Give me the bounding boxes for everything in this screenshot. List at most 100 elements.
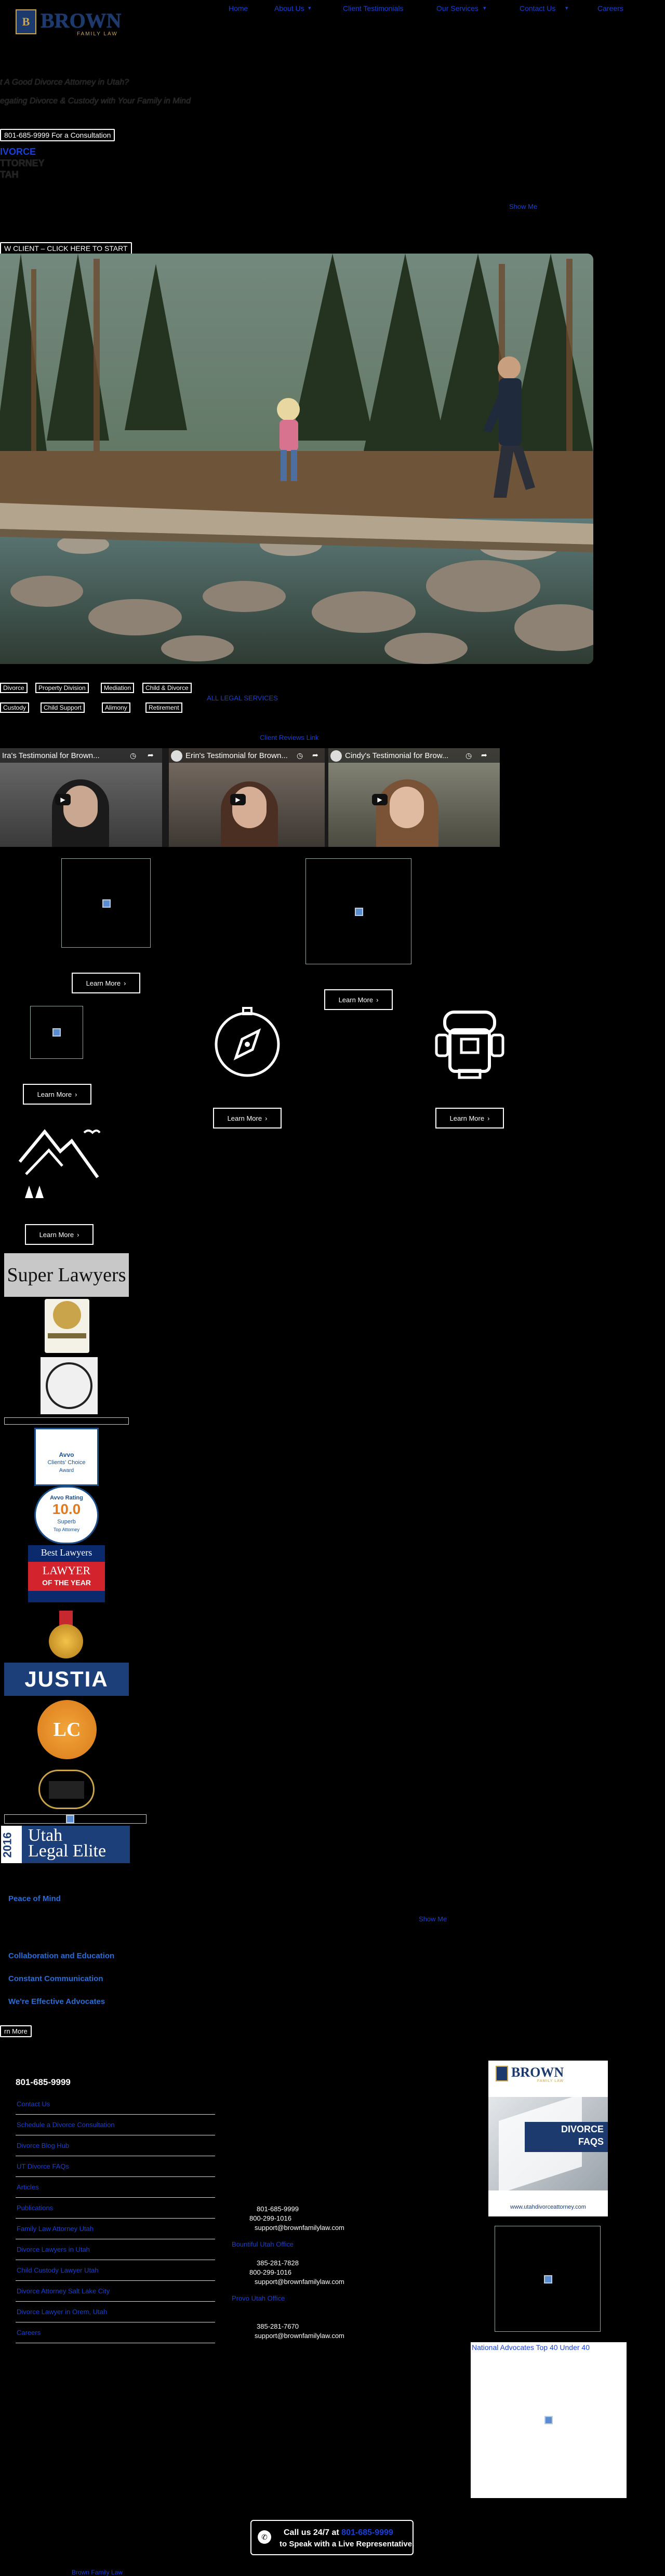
footer-link-custody[interactable]: Child Custody Lawyer Utah [16, 2260, 215, 2281]
service-tag-mediation[interactable]: Mediation [101, 683, 135, 693]
footer-link-publications[interactable]: Publications [16, 2198, 215, 2219]
peace-of-mind-heading: Peace of Mind [8, 1894, 61, 1903]
learn-more-button[interactable]: rn More [0, 2025, 32, 2037]
nav-testimonials[interactable]: Client Testimonials [343, 4, 404, 12]
gold-medal-badge [49, 1611, 83, 1662]
nav-contact[interactable]: Contact Us [520, 4, 556, 12]
client-reviews-link[interactable]: Client Reviews Link [260, 734, 319, 741]
avvo-clients-choice-badge: Avvo Clients' Choice Award [34, 1428, 99, 1486]
learn-more-button[interactable]: Learn More› [25, 1224, 94, 1245]
chevron-right-icon: › [376, 995, 379, 1004]
best-lawyers-badge: Best Lawyers LAWYER OF THE YEAR [28, 1545, 105, 1602]
share-icon: ➦ [481, 751, 487, 759]
service-tag-custody[interactable]: Custody [0, 702, 30, 713]
service-tag-property[interactable]: Property Division [35, 683, 89, 693]
learn-more-button[interactable]: Learn More› [324, 989, 393, 1010]
video-thumb[interactable]: Ira's Testimonial for Brown... ◷ ➦ ▶ [0, 748, 162, 847]
divorce-faqs-ad[interactable]: BROWN FAMILY LAW DIVORCE FAQS www.utahdi… [488, 2061, 608, 2216]
logo[interactable]: B BROWN FAMILY LAW [16, 7, 145, 38]
footer-bottom-link[interactable]: Brown Family Law [72, 2569, 123, 2576]
office-1-phone[interactable]: 801-685-9999 [257, 2205, 299, 2213]
chevron-right-icon: › [77, 1230, 79, 1239]
clock-icon: ◷ [130, 751, 137, 760]
footer-link-family-law[interactable]: Family Law Attorney Utah [16, 2219, 215, 2239]
chevron-right-icon: › [265, 1114, 268, 1122]
avvo-rating-badge: Avvo Rating 10.0 Superb Top Attorney [34, 1486, 99, 1544]
play-icon[interactable]: ▶ [230, 794, 246, 805]
backpack-icon [433, 1003, 506, 1083]
office-3-email[interactable]: support@brownfamilylaw.com [255, 2332, 344, 2340]
service-tag-divorce[interactable]: Divorce [0, 683, 28, 693]
hero-show-me-link[interactable]: Show Me [509, 203, 538, 210]
footer-link-blog[interactable]: Divorce Blog Hub [16, 2135, 215, 2156]
utah-legal-elite-badge: 2016 Utah Legal Elite [1, 1826, 130, 1863]
footer-link-careers[interactable]: Careers [16, 2322, 215, 2343]
justia-badge: JUSTIA [4, 1663, 129, 1696]
hero-headline: t A Good Divorce Attorney in Utah? [0, 78, 129, 87]
footer-link-articles[interactable]: Articles [16, 2177, 215, 2198]
learn-more-button[interactable]: Learn More› [23, 1084, 91, 1105]
office-2-email[interactable]: support@brownfamilylaw.com [255, 2278, 344, 2286]
service-tag-alimony[interactable]: Alimony [102, 702, 130, 713]
video-title: Erin's Testimonial for Brown... [185, 751, 288, 760]
office-2-phone-2[interactable]: 800-299-1016 [249, 2268, 291, 2276]
footer-link-orem[interactable]: Divorce Lawyer in Orem, Utah [16, 2302, 215, 2322]
learn-more-button[interactable]: Learn More› [435, 1108, 504, 1128]
ad-logo-mark [496, 2066, 508, 2081]
hero-family-photo [0, 254, 593, 664]
service-tag-child-divorce[interactable]: Child & Divorce [142, 683, 192, 693]
nav-about[interactable]: About Us [274, 4, 304, 12]
all-services-link[interactable]: ALL LEGAL SERVICES [207, 694, 278, 702]
clock-icon: ◷ [466, 751, 472, 760]
logo-mark: B [16, 9, 36, 34]
office-1-email[interactable]: support@brownfamilylaw.com [255, 2224, 344, 2232]
office-2-name: Bountiful Utah Office [232, 2240, 294, 2248]
learn-more-button[interactable]: Learn More› [72, 973, 140, 993]
hero-cta-button[interactable]: 801-685-9999 For a Consultation [0, 129, 115, 141]
play-icon[interactable]: ▶ [55, 794, 71, 805]
badge-divider [4, 1814, 147, 1824]
badge-divider [4, 1417, 129, 1425]
super-lawyers-badge: Super Lawyers [4, 1253, 129, 1297]
clock-icon: ◷ [297, 751, 303, 760]
nav-home[interactable]: Home [229, 4, 248, 12]
feature-communication: Constant Communication [8, 1974, 103, 1983]
share-icon: ➦ [312, 751, 318, 759]
logo-text: BROWN [41, 9, 122, 32]
video-thumb[interactable]: Erin's Testimonial for Brown... ◷ ➦ ▶ [169, 748, 325, 847]
nav-services[interactable]: Our Services [436, 4, 478, 12]
call-bar[interactable]: ✆ Call us 24/7 at 801-685-9999 to Speak … [250, 2520, 414, 2555]
attorney-award-badge [45, 1299, 89, 1353]
testimonial-video-strip: Ira's Testimonial for Brown... ◷ ➦ ▶ Eri… [0, 748, 500, 847]
service-tag-retirement[interactable]: Retirement [145, 702, 182, 713]
office-1-phone-2[interactable]: 800-299-1016 [249, 2214, 291, 2222]
video-title: Ira's Testimonial for Brown... [2, 751, 100, 760]
office-2-phone[interactable]: 385-281-7828 [257, 2259, 299, 2267]
avatar [330, 750, 342, 762]
footer-link-faqs[interactable]: UT Divorce FAQs [16, 2156, 215, 2177]
footer-link-divorce-lawyers[interactable]: Divorce Lawyers in Utah [16, 2239, 215, 2260]
lead-counsel-badge: LC [37, 1700, 97, 1759]
footer-link-contact[interactable]: Contact Us [16, 2094, 215, 2115]
feature-advocates: We're Effective Advocates [8, 1997, 105, 2006]
logo-subtext: FAMILY LAW [77, 31, 118, 37]
video-title: Cindy's Testimonial for Brow... [345, 751, 449, 760]
learn-more-button[interactable]: Learn More› [213, 1108, 282, 1128]
service-image-frame [61, 858, 151, 948]
footer-link-consultation[interactable]: Schedule a Divorce Consultation [16, 2115, 215, 2135]
features-show-me-link[interactable]: Show Me [419, 1915, 447, 1923]
service-image-frame [305, 858, 411, 964]
national-advocates-badge: National Advocates Top 40 Under 40 [471, 2342, 627, 2498]
service-tag-child-support[interactable]: Child Support [41, 702, 85, 713]
play-icon[interactable]: ▶ [372, 794, 388, 805]
chevron-down-icon: ▾ [308, 5, 311, 11]
office-3-phone[interactable]: 385-281-7670 [257, 2322, 299, 2330]
video-thumb[interactable]: Cindy's Testimonial for Brow... ◷ ➦ ▶ [328, 748, 500, 847]
footer-link-slc[interactable]: Divorce Attorney Salt Lake City [16, 2281, 215, 2302]
footer-phone[interactable]: 801-685-9999 [16, 2077, 71, 2087]
nav-careers[interactable]: Careers [597, 4, 623, 12]
hero-ghost-line-1: IVORCE [0, 147, 36, 157]
avatar [171, 750, 182, 762]
hero-ghost-line-2: TTORNEY [0, 158, 45, 168]
new-client-button[interactable]: W CLIENT – CLICK HERE TO START [0, 242, 132, 255]
